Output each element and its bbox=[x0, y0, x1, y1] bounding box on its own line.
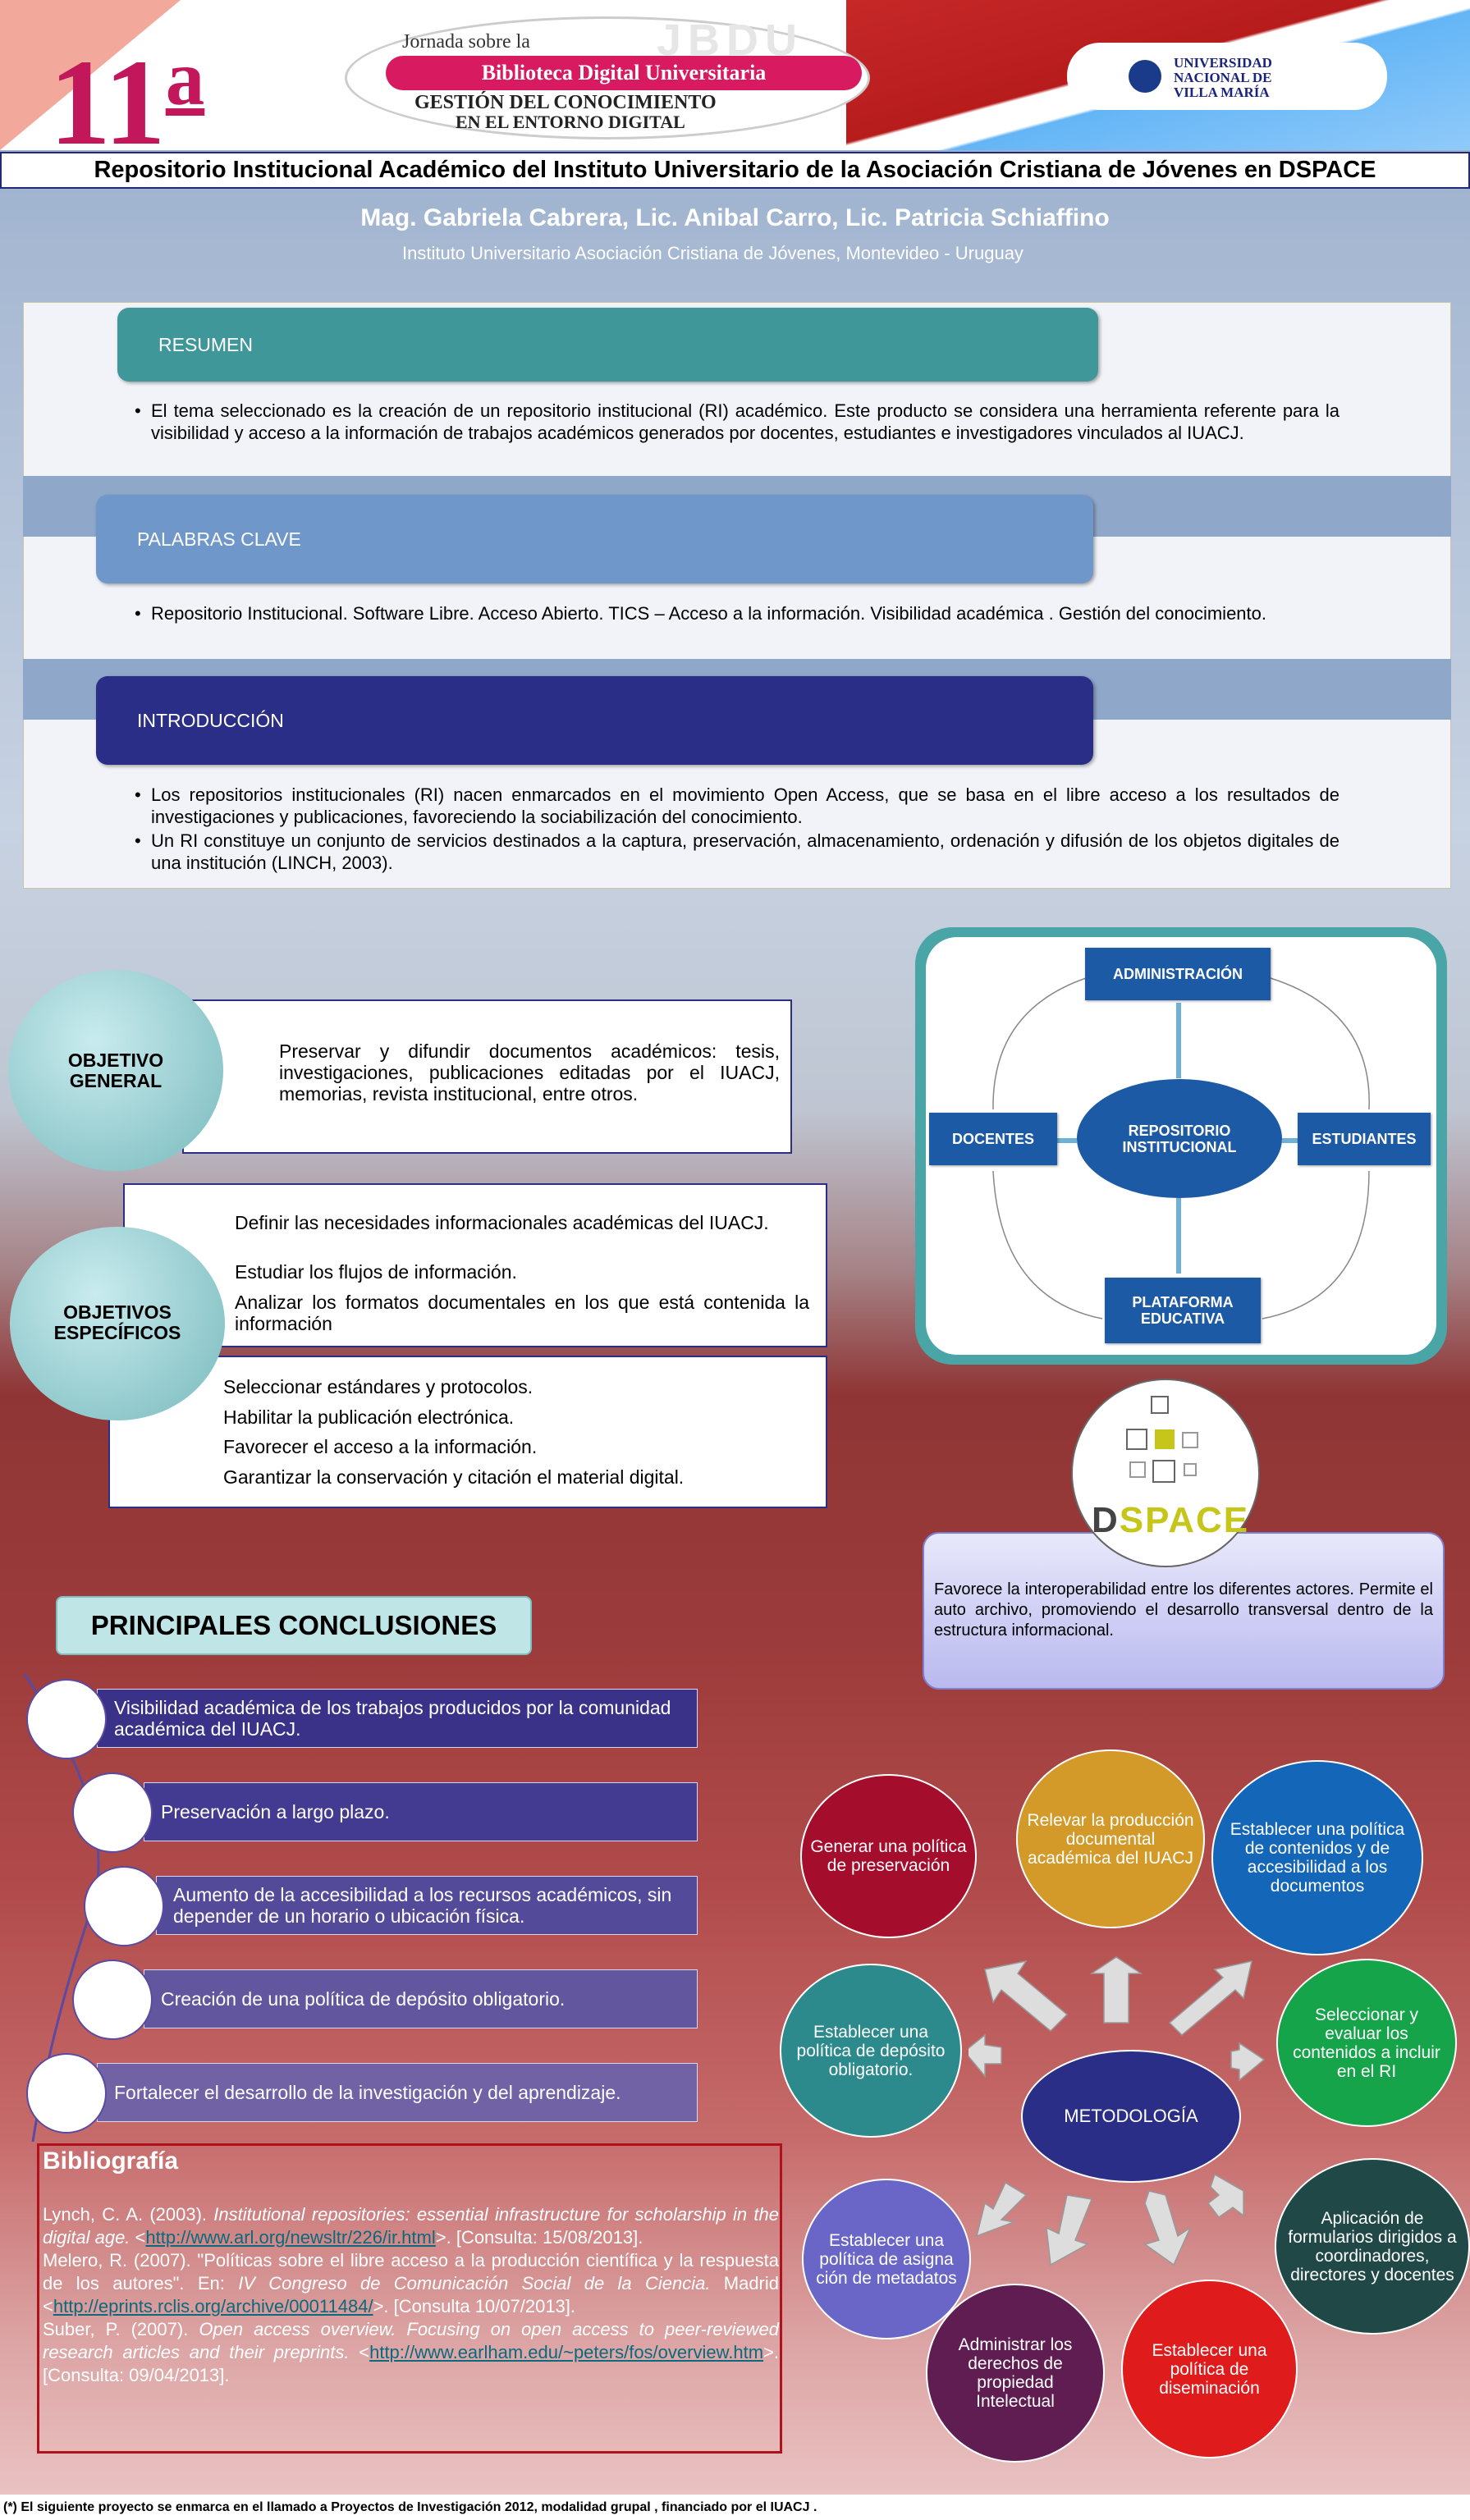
conclusion-item: Fortalecer el desarrollo de la investiga… bbox=[97, 2063, 698, 2122]
bibliography-entry: Suber, P. (2007). Open access overview. … bbox=[43, 2319, 780, 2385]
arrow-icon bbox=[1207, 2173, 1244, 2219]
metodologia-step: Establecer una política de asigna ción d… bbox=[802, 2179, 971, 2339]
connector-curve bbox=[1270, 977, 1370, 1110]
objetivos-especificos-box bbox=[108, 1356, 827, 1508]
metodologia-step: Aplicación de formularios dirigidos a co… bbox=[1275, 2158, 1470, 2335]
bibliography-link[interactable]: http://eprints.rclis.org/archive/0001148… bbox=[53, 2296, 373, 2316]
conclusion-bullet-icon bbox=[26, 1679, 107, 1759]
bibliography-link[interactable]: http://www.earlham.edu/~peters/fos/overv… bbox=[369, 2342, 764, 2362]
authors: Mag. Gabriela Cabrera, Lic. Anibal Carro… bbox=[360, 204, 1110, 231]
objetivo-especifico-item: Favorecer el acceso a la información. bbox=[223, 1436, 538, 1457]
bibliography-entry: Melero, R. (2007). "Políticas sobre el l… bbox=[43, 2250, 779, 2316]
edition-suffix: a bbox=[165, 34, 205, 121]
objetivo-general-label: OBJETIVO GENERAL bbox=[67, 1050, 164, 1091]
edition-number: 11a bbox=[49, 34, 205, 171]
conclusion-item: Aumento de la accesibilidad a los recurs… bbox=[156, 1876, 698, 1935]
affiliation: Instituto Universitario Asociación Crist… bbox=[402, 243, 1024, 263]
diagram-node-administracion: ADMINISTRACIÓN bbox=[1085, 948, 1271, 1000]
objetivo-especifico-item: Analizar los formatos documentales en lo… bbox=[235, 1292, 809, 1334]
banner-decoration-left bbox=[0, 0, 181, 150]
metodologia-center: METODOLOGÍA bbox=[1021, 2050, 1241, 2183]
palabras-clave-heading: PALABRAS CLAVE bbox=[96, 495, 1093, 583]
university-emblem-icon bbox=[1129, 60, 1161, 93]
introduccion-item: Los repositorios institucionales (RI) na… bbox=[133, 784, 1339, 828]
methodology-arrows bbox=[969, 1956, 1266, 2082]
resumen-heading: RESUMEN bbox=[117, 308, 1098, 382]
conclusion-bullet-icon bbox=[72, 1772, 153, 1853]
objetivo-general-circle bbox=[8, 970, 223, 1171]
arrow-icon bbox=[984, 1960, 1069, 2033]
connector-curve bbox=[992, 1170, 1103, 1319]
arrow-icon bbox=[1230, 2042, 1266, 2082]
conclusion-item: Preservación a largo plazo. bbox=[144, 1782, 698, 1841]
bibliografia-box bbox=[37, 2143, 782, 2454]
objetivo-general-box bbox=[182, 999, 792, 1154]
introduccion-heading: INTRODUCCIÓN bbox=[96, 676, 1093, 765]
introduccion-item: Un RI constituye un conjunto de servicio… bbox=[133, 830, 1339, 874]
jornada-subtitle-2: EN EL ENTORNO DIGITAL bbox=[456, 112, 685, 132]
resumen-text: El tema seleccionado es la creación de u… bbox=[133, 400, 1339, 444]
bibliografia-list: Lynch, C. A. (2003). Institutional repos… bbox=[43, 2203, 779, 2387]
metodologia-step: Relevar la producción documental académi… bbox=[1016, 1749, 1205, 1928]
conclusion-bullet-icon bbox=[72, 1960, 153, 2040]
dspace-logo-text: DSPACE bbox=[1092, 1500, 1250, 1540]
metodologia-step: Establecer una política de contenidos y … bbox=[1211, 1760, 1423, 1955]
university-name: UNIVERSIDAD NACIONAL DE VILLA MARÍA bbox=[1174, 55, 1272, 100]
objetivo-especifico-item: Habilitar la publicación electrónica. bbox=[223, 1406, 515, 1428]
jornada-name: Biblioteca Digital Universitaria bbox=[386, 56, 862, 90]
bibliography-entry: Lynch, C. A. (2003). Institutional repos… bbox=[43, 2204, 779, 2248]
metodologia-step: Generar una política de preservación bbox=[800, 1774, 977, 1938]
jornada-top-text: Jornada sobre la bbox=[402, 31, 530, 53]
dspace-squares-icon bbox=[1126, 1396, 1198, 1483]
connector-curve bbox=[1262, 1170, 1370, 1319]
conclusion-bullet-icon bbox=[26, 2053, 107, 2134]
conclusion-item: Visibilidad académica de los trabajos pr… bbox=[97, 1689, 698, 1748]
diagram-connectors bbox=[992, 977, 1370, 1319]
diagram-node-plataforma: PLATAFORMA EDUCATIVA bbox=[1105, 1278, 1261, 1343]
arrow-icon bbox=[1168, 1960, 1252, 2037]
diagram-node-repositorio: REPOSITORIO INSTITUCIONAL bbox=[1077, 1079, 1282, 1198]
poster-title: Repositorio Institucional Académico del … bbox=[0, 152, 1470, 189]
dspace-logo-circle bbox=[1071, 1379, 1260, 1567]
objetivo-general-text: Preservar y difundir documentos académic… bbox=[279, 1040, 780, 1105]
dspace-description: Favorece la interoperabilidad entre los … bbox=[934, 1580, 1433, 1640]
methodology-arrows-lower bbox=[975, 2173, 1244, 2266]
metodologia-step: Seleccionar y evaluar los contenidos a i… bbox=[1276, 1959, 1457, 2127]
university-logo bbox=[1067, 43, 1387, 110]
metodologia-step: Establecer una política de diseminación bbox=[1121, 2280, 1298, 2458]
footer-note: (*) El siguiente proyecto se enmarca en … bbox=[0, 2495, 1470, 2520]
conclusion-item: Creación de una política de depósito obl… bbox=[144, 1969, 698, 2028]
arrow-icon bbox=[1046, 2194, 1093, 2266]
bibliografia-heading: Bibliografía bbox=[43, 2147, 179, 2175]
objetivo-especifico-item: Estudiar los flujos de información. bbox=[235, 1261, 517, 1283]
objetivo-especifico-item: Garantizar la conservación y citación el… bbox=[223, 1466, 685, 1488]
jornada-subtitle-1: GESTIÓN DEL CONOCIMIENTO bbox=[414, 92, 717, 113]
objetivo-especifico-item: Definir las necesidades informacionales … bbox=[235, 1212, 769, 1233]
palabras-clave-text: Repositorio Institucional. Software Libr… bbox=[133, 602, 1339, 624]
conclusiones-heading: PRINCIPALES CONCLUSIONES bbox=[56, 1596, 532, 1655]
objetivo-especifico-item: Seleccionar estándares y protocolos. bbox=[223, 1376, 534, 1397]
conclusion-bullet-icon bbox=[84, 1866, 164, 1946]
bibliography-link[interactable]: http://www.arl.org/newsltr/226/ir.html bbox=[145, 2227, 436, 2248]
metodologia-step: Administrar los derechos de propiedad In… bbox=[926, 2284, 1105, 2463]
connector-curve bbox=[992, 977, 1087, 1110]
arrow-icon bbox=[1143, 2190, 1192, 2266]
objetivos-especificos-circle bbox=[10, 1227, 225, 1420]
metodologia-step: Establecer una política de depósito obli… bbox=[780, 1964, 962, 2138]
objetivos-especificos-label: OBJETIVOS ESPECÍFICOS bbox=[53, 1301, 181, 1343]
arrow-icon bbox=[969, 2033, 1002, 2079]
arrow-icon bbox=[1089, 1956, 1143, 2024]
diagram-node-docentes: DOCENTES bbox=[929, 1113, 1057, 1165]
arrow-icon bbox=[975, 2181, 1028, 2238]
objetivos-especificos-box bbox=[123, 1183, 827, 1347]
diagram-node-estudiantes: ESTUDIANTES bbox=[1298, 1113, 1431, 1165]
